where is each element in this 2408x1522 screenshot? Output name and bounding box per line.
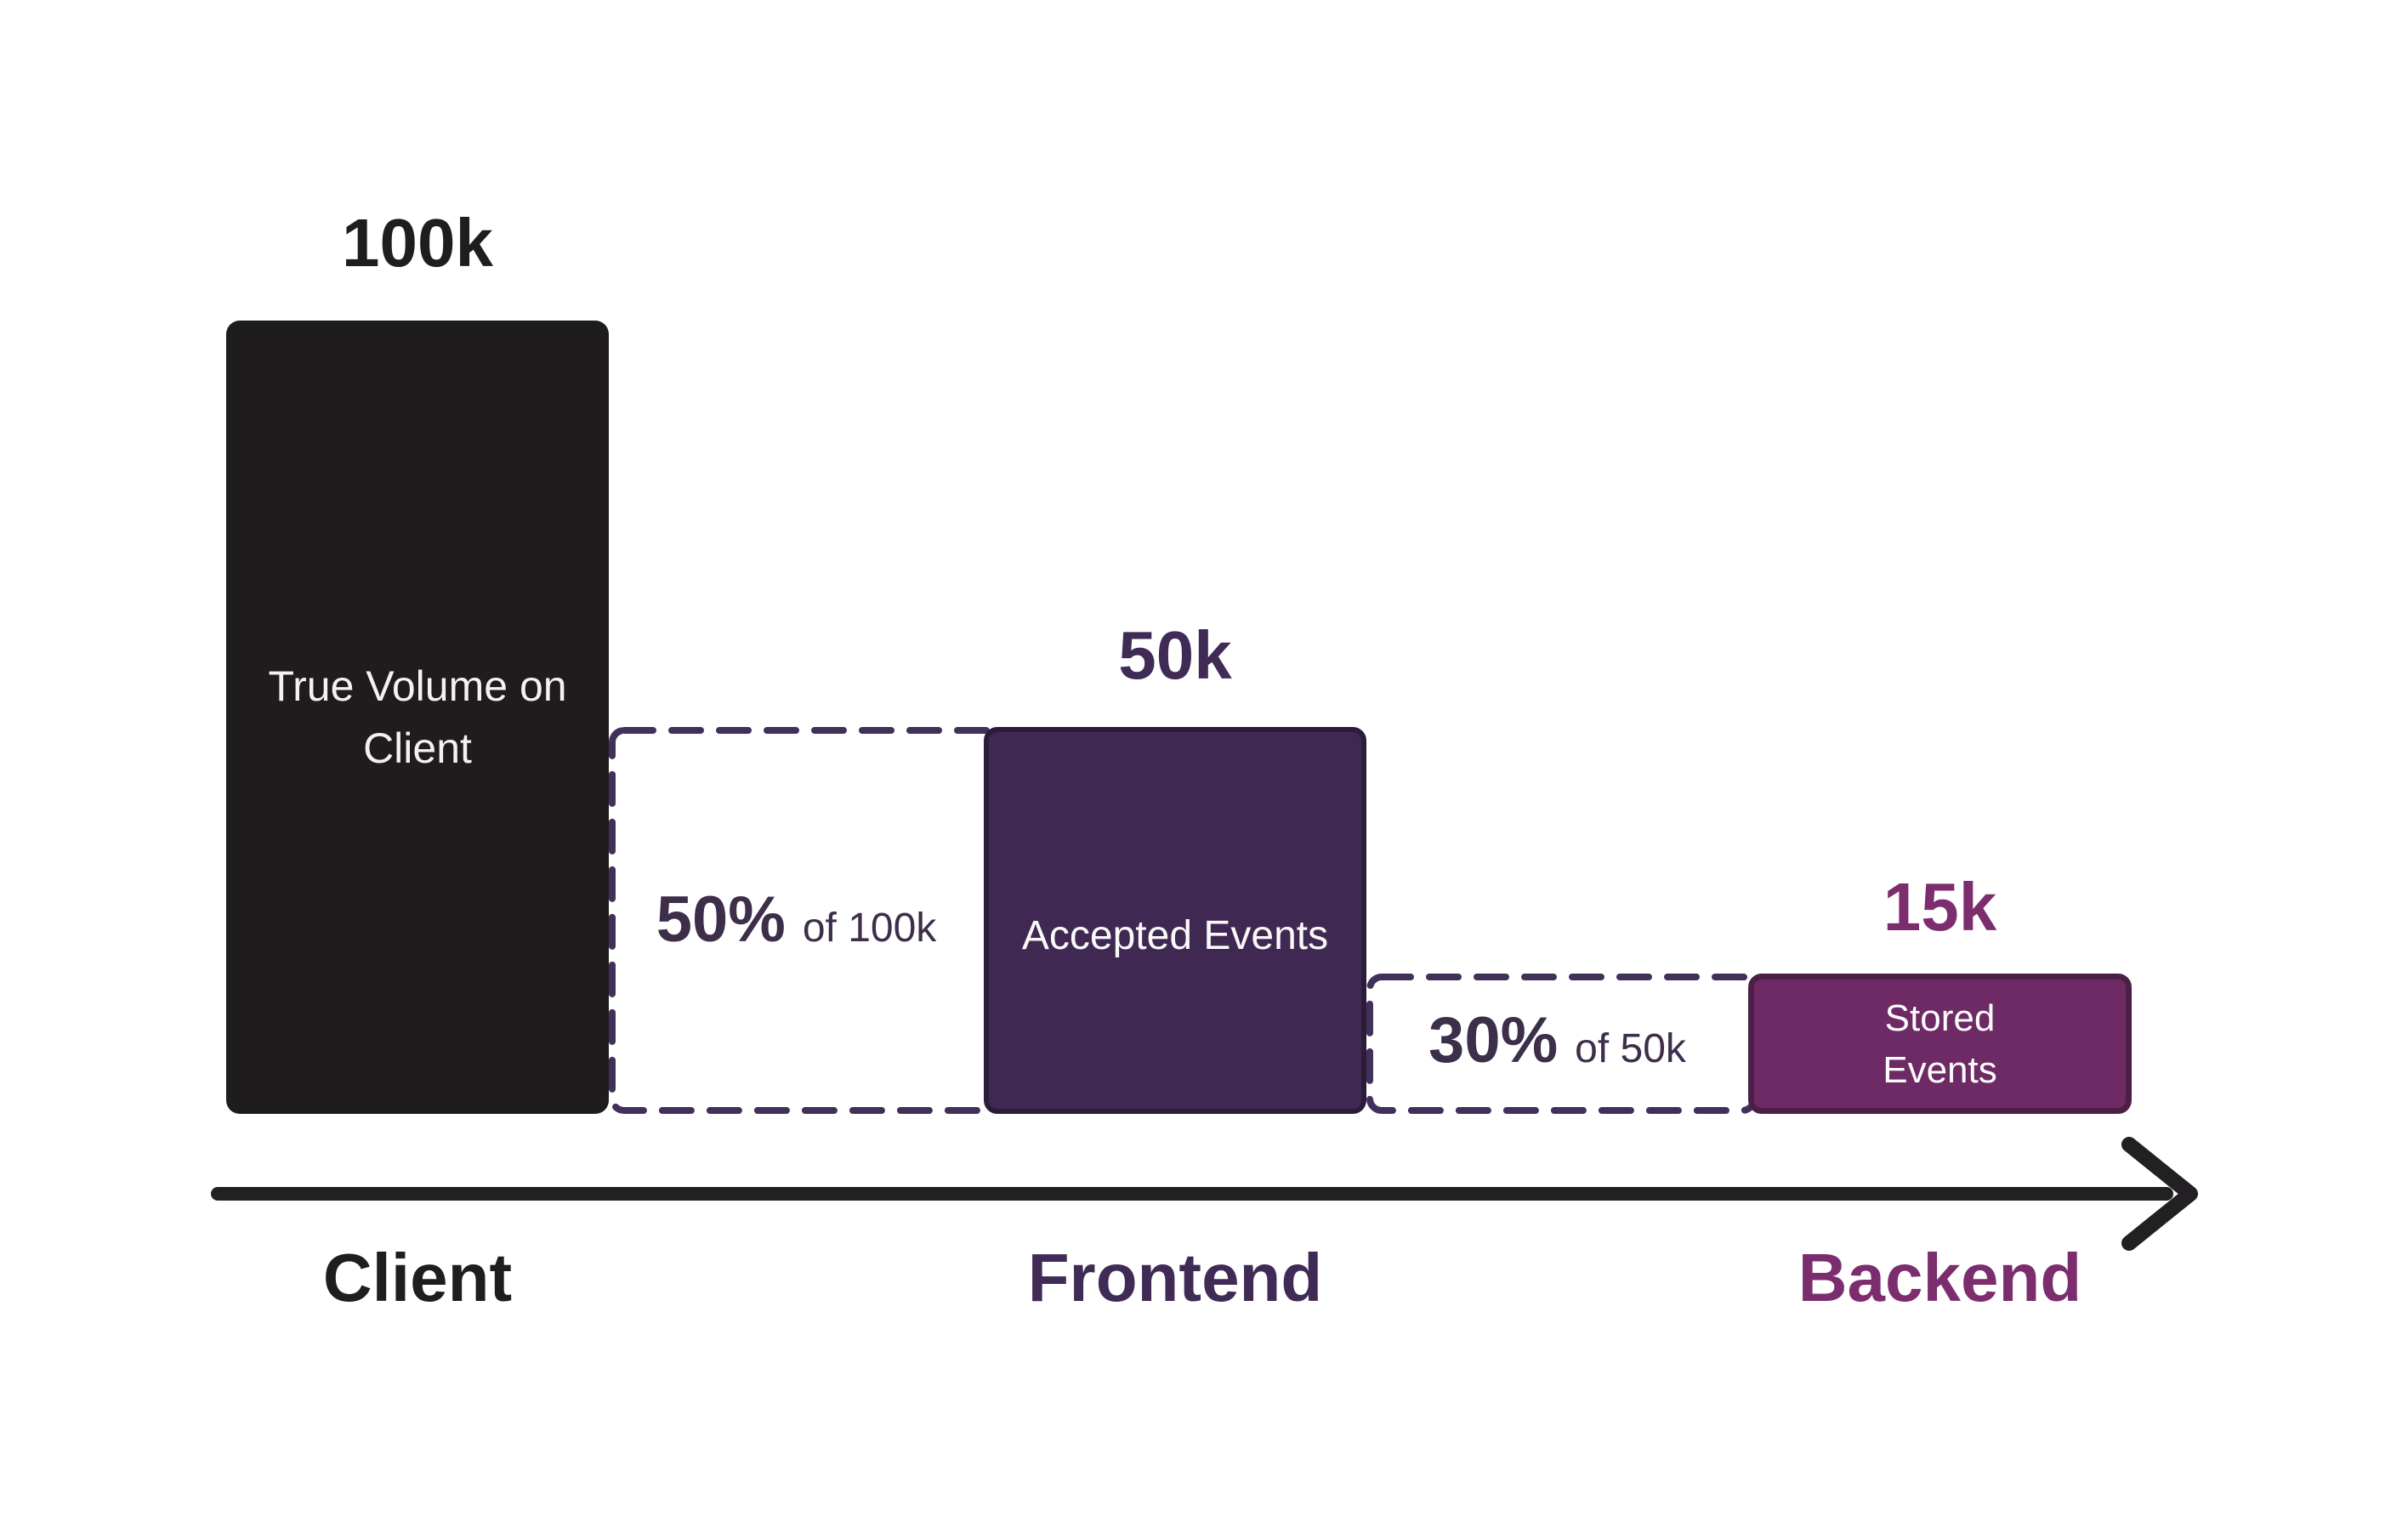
axis-label-client: Client [322,1240,513,1315]
bar-true-volume-label: True Volume on Client [268,662,567,772]
drop-row-backend: 30% of 50k [1366,1003,1748,1082]
bar-accepted-events-label: Accepted Events [1021,913,1329,958]
dashed-drop-box-frontend [609,727,1000,1114]
axis-label-backend: Backend [1797,1240,2082,1315]
bar-stored-events-label: Stored Events [1883,997,1997,1091]
bar-accepted-events: Accepted Events [984,727,1366,1114]
flow-arrowhead-icon [2121,1137,2198,1251]
value-label-client: 100k [342,205,493,281]
bar-stored-events: Stored Events [1748,974,2132,1114]
value-label-backend: 15k [1883,869,1997,945]
drop-percent-frontend: 50% [656,883,786,956]
drop-basis-backend: of 50k [1575,1026,1686,1071]
bar-true-volume: True Volume on Client [226,321,609,1114]
drop-row-frontend: 50% of 100k [609,883,984,961]
value-label-frontend: 50k [1118,617,1232,693]
drop-percent-backend: 30% [1428,1004,1559,1076]
drop-basis-frontend: of 100k [802,906,937,951]
axis-label-frontend: Frontend [1027,1240,1323,1315]
